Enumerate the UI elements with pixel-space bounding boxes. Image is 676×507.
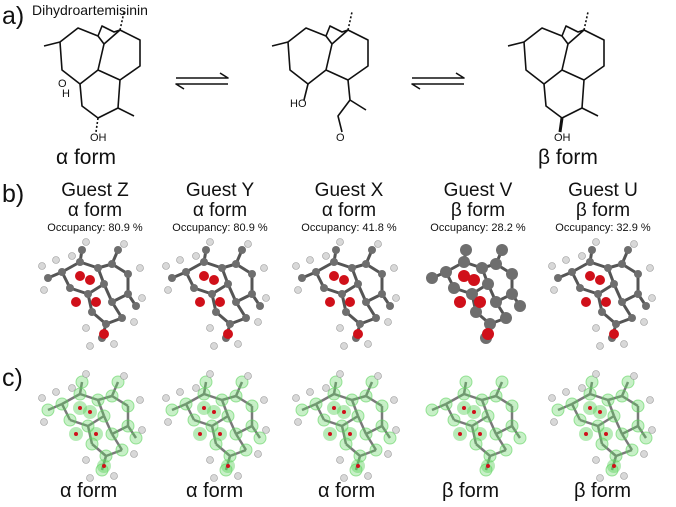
alpha-form-label: α form <box>56 146 116 169</box>
guest-v-form: β form <box>450 200 506 221</box>
guest-x-occupancy: Occupancy: 41.8 % <box>301 222 397 234</box>
guest-x-form: α form <box>321 200 377 221</box>
atom-o: O <box>58 78 67 90</box>
guest-u-name: Guest U <box>568 180 638 201</box>
guest-v-occupancy: Occupancy: 28.2 % <box>430 222 526 234</box>
atom-o-aldehyde: O <box>336 132 345 144</box>
atom-oh-beta: OH <box>554 132 571 144</box>
structure-beta <box>507 11 605 133</box>
beta-form-label: β form <box>538 146 598 169</box>
panel-b-label: b) <box>2 180 25 208</box>
guest-z-form: α form <box>67 200 123 221</box>
equilibrium-arrow-1 <box>175 72 229 90</box>
panel-a-label: a) <box>2 2 25 30</box>
guest-u-occupancy: Occupancy: 32.9 % <box>555 222 651 234</box>
structure-open <box>271 11 369 133</box>
guest-x-name: Guest X <box>314 180 384 201</box>
guest-u-form: β form <box>575 200 631 221</box>
compound-title: Dihydroartemisinin <box>32 2 148 18</box>
chemical-structures <box>43 11 605 133</box>
bottom-label-1: α form <box>60 480 118 502</box>
bottom-label-2: α form <box>186 480 244 502</box>
bottom-label-4: β form <box>442 480 500 502</box>
guest-z-occupancy: Occupancy: 80.9 % <box>47 222 143 234</box>
guest-v-name: Guest V <box>443 180 513 201</box>
equilibrium-arrow-2 <box>411 72 465 90</box>
guest-y-occupancy: Occupancy: 80.9 % <box>172 222 268 234</box>
atom-ho: HO <box>290 98 307 110</box>
atom-oh: OH <box>90 132 107 144</box>
bottom-label-3: α form <box>318 480 376 502</box>
guest-y-form: α form <box>192 200 248 221</box>
structure-alpha <box>43 11 141 133</box>
panel-c-label: c) <box>2 364 23 392</box>
bottom-label-5: β form <box>574 480 632 502</box>
atom-h: H <box>62 88 70 100</box>
guest-z-name: Guest Z <box>61 180 129 201</box>
guest-y-name: Guest Y <box>185 180 255 201</box>
